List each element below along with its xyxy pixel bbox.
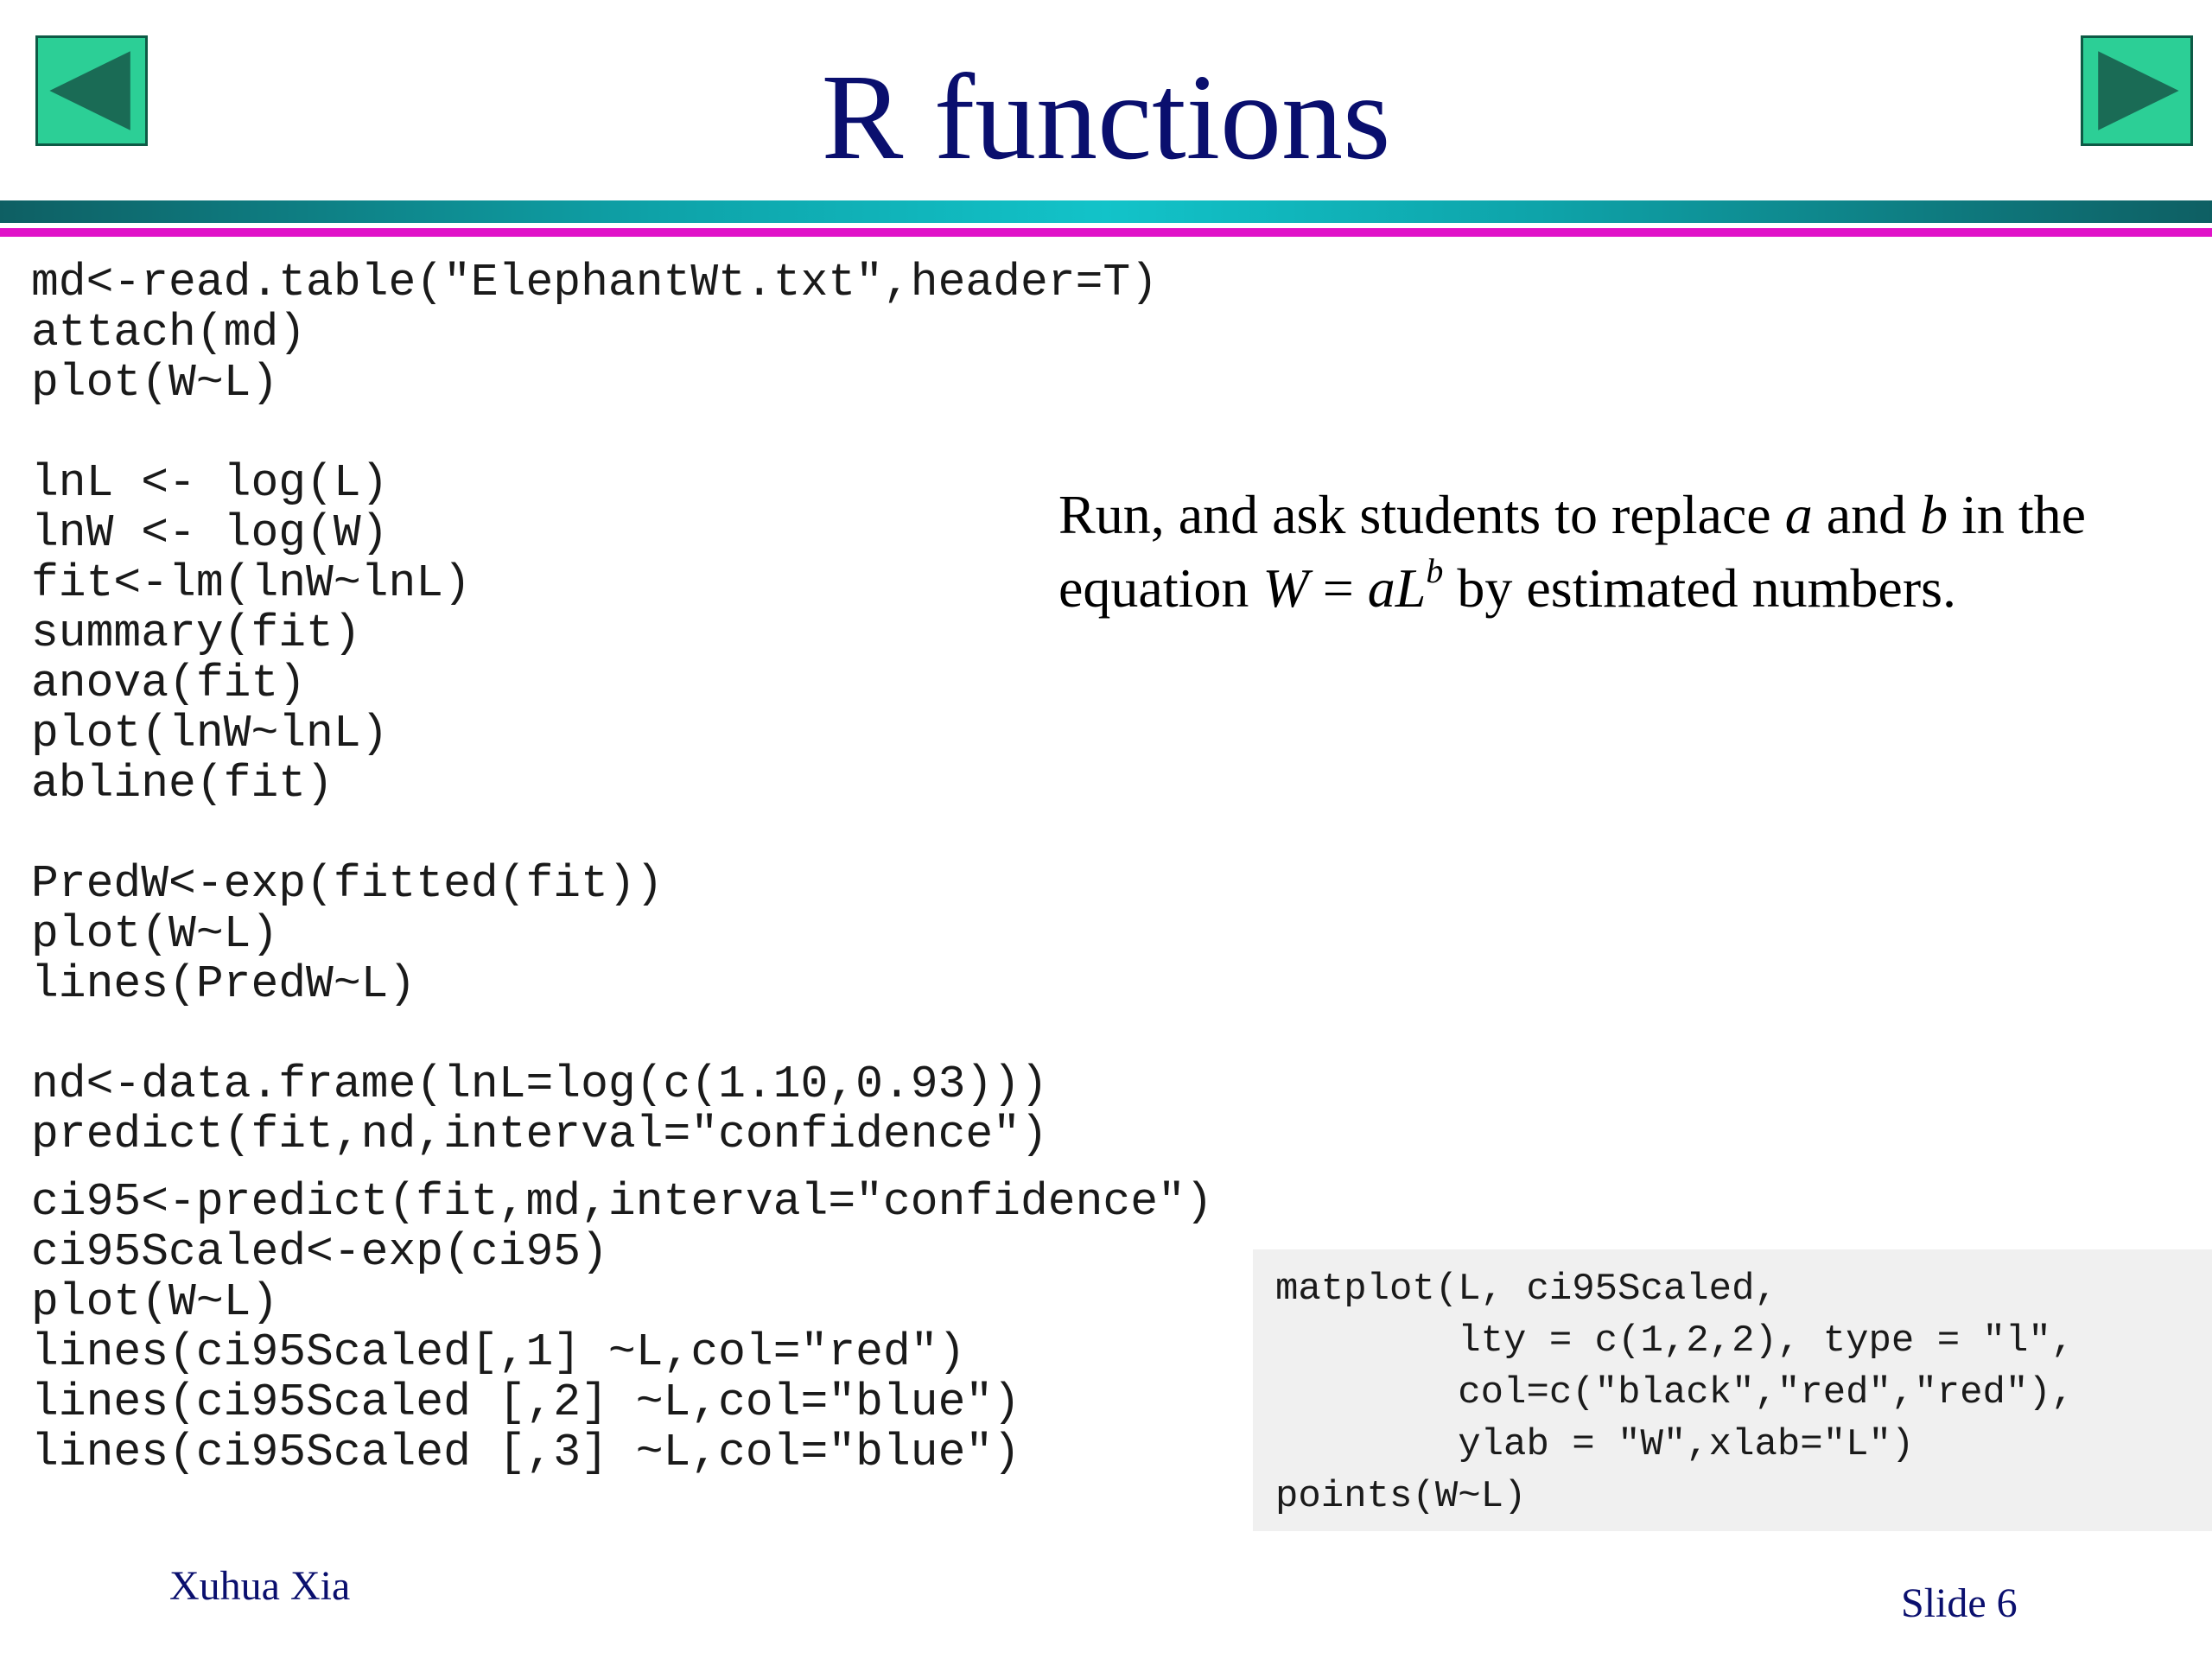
magenta-divider bbox=[0, 228, 2212, 237]
code-block-predict-new: nd<-data.frame(lnL=log(c(1.10,0.93))) pr… bbox=[31, 1058, 1048, 1160]
right-arrow-icon bbox=[2098, 51, 2179, 130]
code-block-confidence-interval: ci95<-predict(fit,md,interval="confidenc… bbox=[31, 1176, 1213, 1478]
footer-author: Xuhua Xia bbox=[169, 1563, 351, 1609]
code-block-read-data: md<-read.table("ElephantWt.txt",header=T… bbox=[31, 257, 1159, 409]
slide-number: Slide 6 bbox=[1901, 1580, 2018, 1626]
slide-title: R functions bbox=[821, 48, 1391, 185]
left-arrow-icon bbox=[49, 51, 130, 130]
prev-slide-button[interactable] bbox=[35, 35, 148, 146]
matplot-code-box: matplot(L, ci95Scaled, lty = c(1,2,2), t… bbox=[1253, 1249, 2212, 1531]
teal-divider bbox=[0, 200, 2212, 223]
next-slide-button[interactable] bbox=[2081, 35, 2193, 146]
code-block-log-fit: lnL <- log(L) lnW <- log(W) fit<-lm(lnW~… bbox=[31, 457, 471, 810]
matplot-code: matplot(L, ci95Scaled, lty = c(1,2,2), t… bbox=[1275, 1268, 2075, 1518]
code-block-predicted-weight: PredW<-exp(fitted(fit)) plot(W~L) lines(… bbox=[31, 858, 664, 1010]
instruction-note: Run, and ask students to replace a and b… bbox=[1058, 484, 2087, 619]
